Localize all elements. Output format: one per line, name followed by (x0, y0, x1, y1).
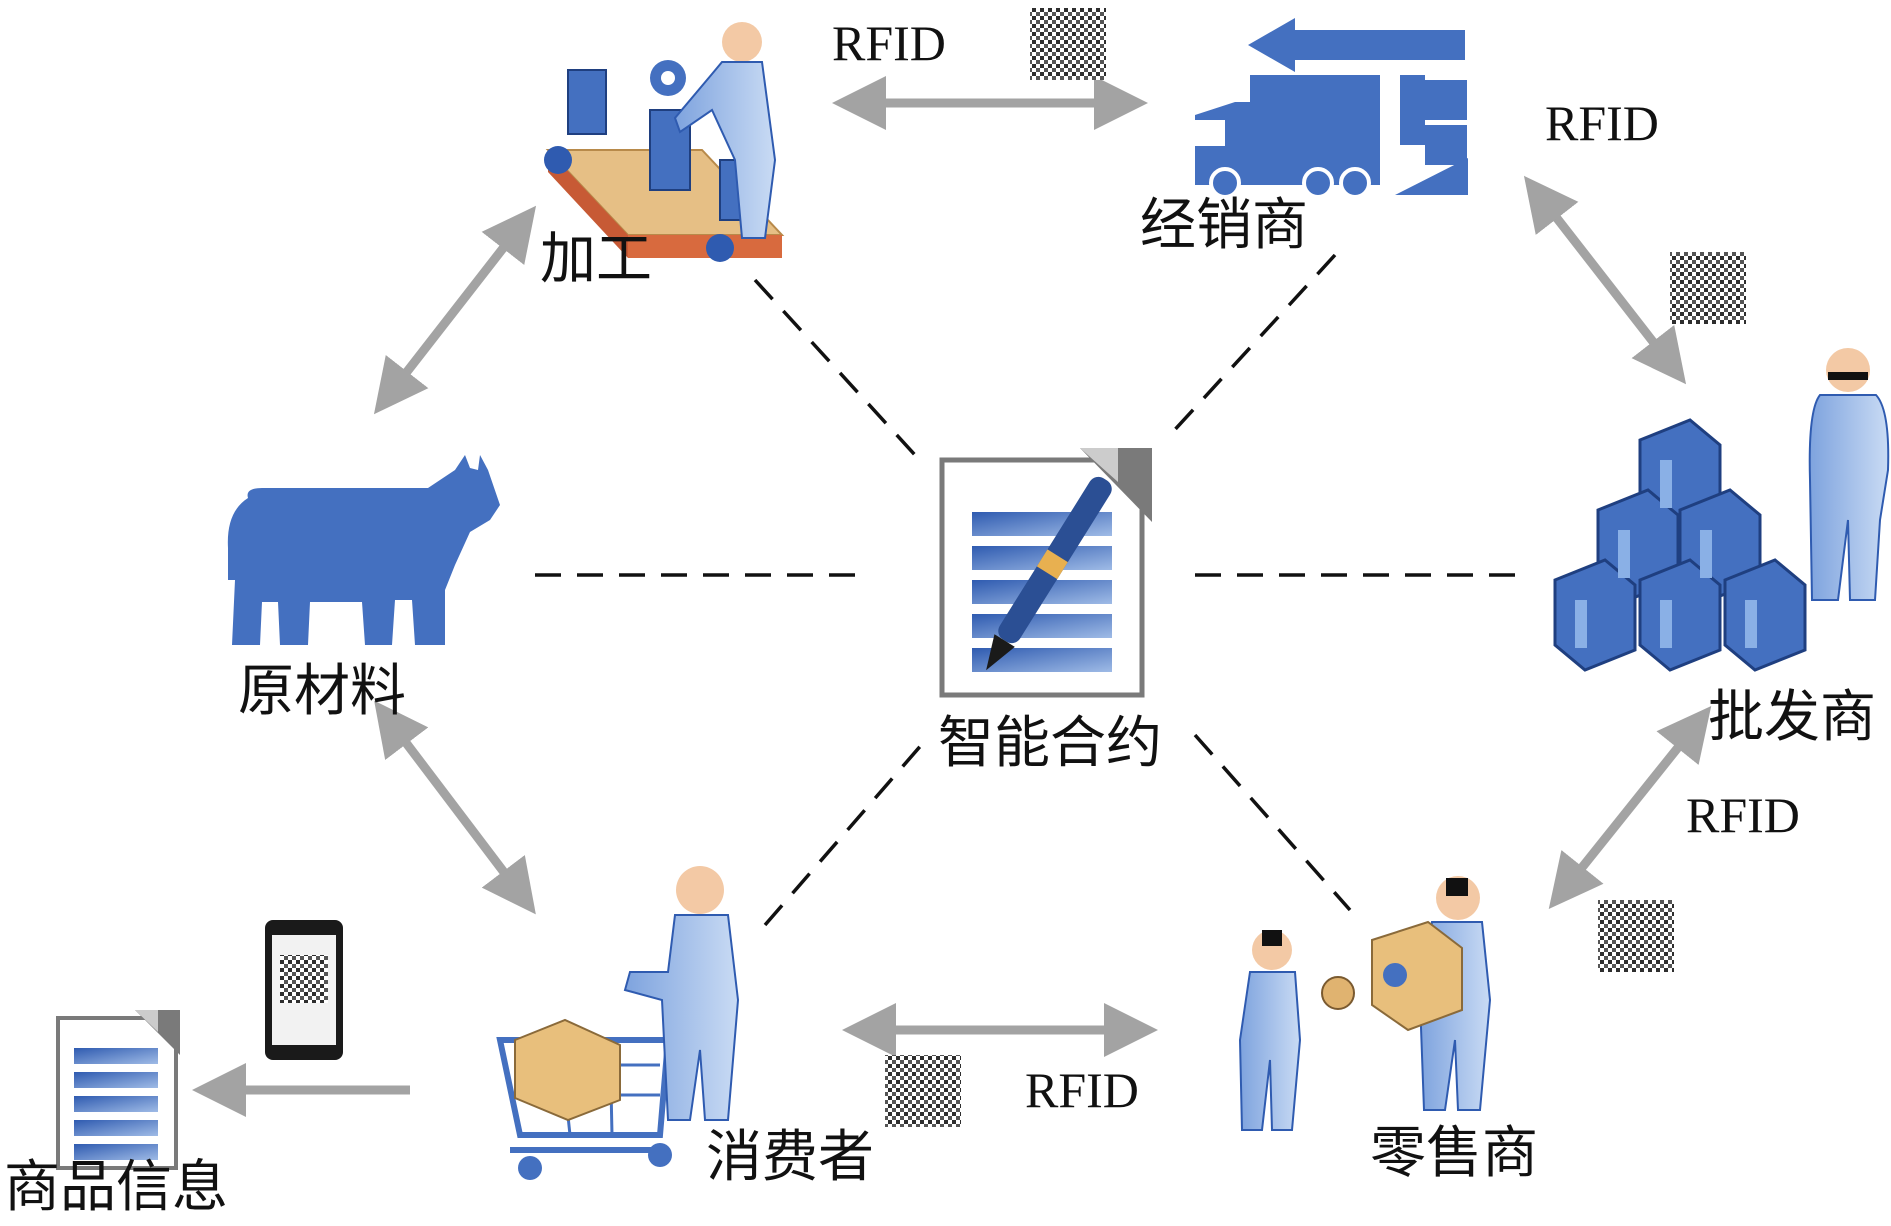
qr-code-icon (1030, 8, 1106, 80)
arrow-rawmaterial-processing (373, 205, 537, 415)
qr-code-icon (885, 1055, 961, 1127)
smartphone-icon (265, 920, 343, 1060)
arrow-consumer-rawmaterial (374, 700, 536, 915)
consumer-label: 消费者 (706, 1125, 874, 1190)
assembly-line-icon (544, 22, 785, 262)
product-info-label: 商品信息 (4, 1155, 228, 1220)
contract-pen-icon (939, 448, 1152, 698)
rfid-label-retailer-consumer: RFID (1025, 1062, 1139, 1118)
contract-links (535, 253, 1515, 927)
retail-staff-icon (1238, 876, 1492, 1131)
rfid-label-processing-distributor: RFID (832, 15, 946, 71)
arrow-distributor-wholesaler (1523, 175, 1687, 385)
wholesaler-label: 批发商 (1708, 685, 1876, 750)
raw-material-label: 原材料 (238, 659, 406, 724)
qr-code-icon (1670, 252, 1746, 324)
distributor-label: 经销商 (1140, 193, 1308, 258)
arrow-wholesaler-retailer (1548, 705, 1712, 910)
truck-icon (1195, 18, 1468, 199)
processing-label: 加工 (540, 227, 652, 292)
qr-code-icons (885, 8, 1746, 1127)
flow-arrows (192, 76, 1712, 1117)
rfid-label-distributor-wholesaler: RFID (1545, 95, 1659, 151)
cow-icon (227, 455, 501, 645)
qr-code-icon (1598, 900, 1674, 972)
retailer-label: 零售商 (1370, 1121, 1538, 1186)
warehouse-boxes-icon (1553, 348, 1890, 672)
smart-contract-label: 智能合约 (938, 711, 1162, 776)
shopping-cart-icon (496, 866, 740, 1180)
document-icon (56, 1010, 180, 1170)
rfid-label-wholesaler-retailer: RFID (1686, 787, 1800, 843)
